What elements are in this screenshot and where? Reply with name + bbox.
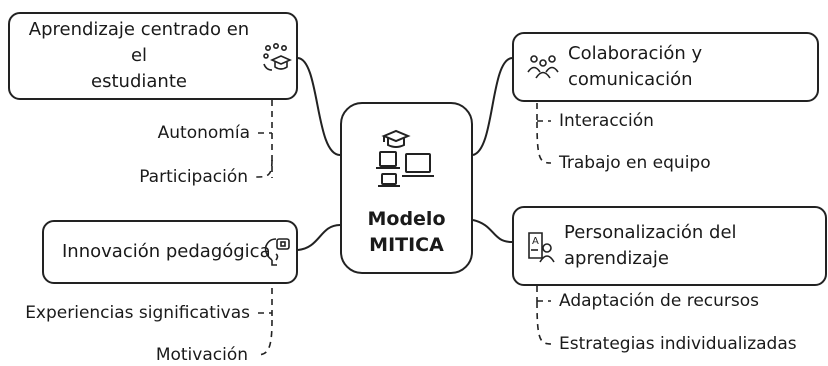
teacher-laptops-icon <box>376 129 434 187</box>
branch-title: Colaboración y comunicación <box>568 43 703 90</box>
branch-title: Personalización del aprendizaje <box>564 222 737 269</box>
central-title-line2: MITICA <box>369 234 444 256</box>
central-node[interactable]: Modelo MITICA <box>340 102 473 274</box>
link-autonomia <box>258 100 273 178</box>
leaf-experiencias-significativas: Experiencias significativas <box>25 303 250 323</box>
lightbulb-icon <box>264 238 290 266</box>
link-top-right <box>472 57 513 156</box>
people-group-icon <box>527 55 559 79</box>
branch-title-line2: estudiante <box>91 71 187 92</box>
leaf-trabajo-en-equipo: Trabajo en equipo <box>559 153 711 173</box>
leaf-adaptacion-de-recursos: Adaptación de recursos <box>559 291 760 311</box>
link-motivacion <box>255 319 273 356</box>
leaf-autonomia: Autonomía <box>157 123 250 143</box>
branch-box-aprendizaje-centrado[interactable]: Aprendizaje centrado en el estudiante <box>8 12 298 100</box>
link-trabajo <box>536 121 552 164</box>
leaf-interaccion: Interacción <box>559 111 654 131</box>
svg-text:A: A <box>532 236 539 247</box>
branch-box-colaboracion[interactable]: Colaboración y comunicación <box>512 32 819 102</box>
link-interaccion <box>536 103 551 122</box>
link-adaptacion <box>536 286 551 302</box>
profile-document-icon: A <box>528 232 555 263</box>
branch-box-personalizacion[interactable]: Personalización del aprendizaje A <box>512 206 827 286</box>
link-bottom-left <box>297 224 341 251</box>
link-participacion <box>255 159 273 178</box>
link-top-left <box>297 57 341 156</box>
link-bottom-right <box>472 219 513 243</box>
leaf-participacion: Participación <box>139 167 248 187</box>
leaf-estrategias-individualizadas: Estrategias individualizadas <box>559 334 797 354</box>
student-cap-icon <box>263 42 292 71</box>
branch-box-innovacion[interactable]: Innovación pedagógica <box>42 220 298 284</box>
link-estrategias <box>536 301 552 345</box>
leaf-motivacion: Motivación <box>155 345 248 365</box>
central-title-line1: Modelo <box>367 208 446 230</box>
branch-title: Innovación pedagógica <box>62 241 271 262</box>
link-experiencias <box>258 288 273 320</box>
branch-title-line1: Aprendizaje centrado en el <box>28 19 250 66</box>
